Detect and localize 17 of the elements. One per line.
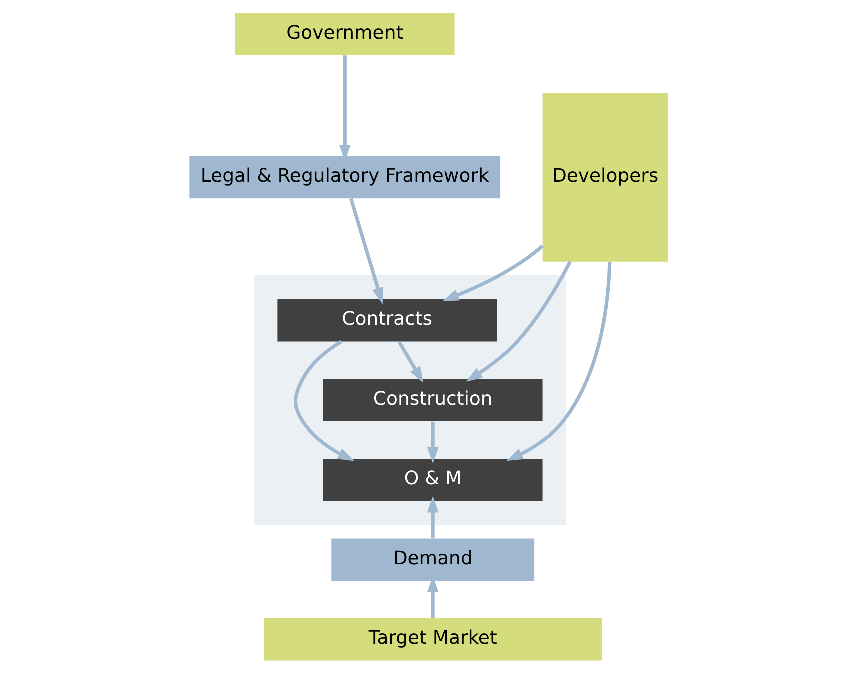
- arrow: [397, 341, 424, 384]
- node-box: Demand: [331, 538, 534, 581]
- arrow: [442, 244, 544, 302]
- arrow: [349, 198, 384, 304]
- arrow: [294, 340, 354, 462]
- node-box: Construction: [322, 379, 542, 422]
- node-box: Target Market: [264, 618, 602, 661]
- node-box: Developers: [542, 93, 668, 262]
- arrow: [506, 262, 612, 462]
- node-box: Legal & Regulatory Framework: [189, 156, 500, 199]
- cluster: [254, 275, 566, 526]
- node-box: Government: [234, 13, 454, 56]
- arrow: [426, 496, 438, 538]
- node-box: Contracts: [277, 299, 497, 342]
- node-box: O & M: [322, 459, 542, 502]
- arrow: [426, 422, 438, 464]
- arrow: [466, 261, 572, 382]
